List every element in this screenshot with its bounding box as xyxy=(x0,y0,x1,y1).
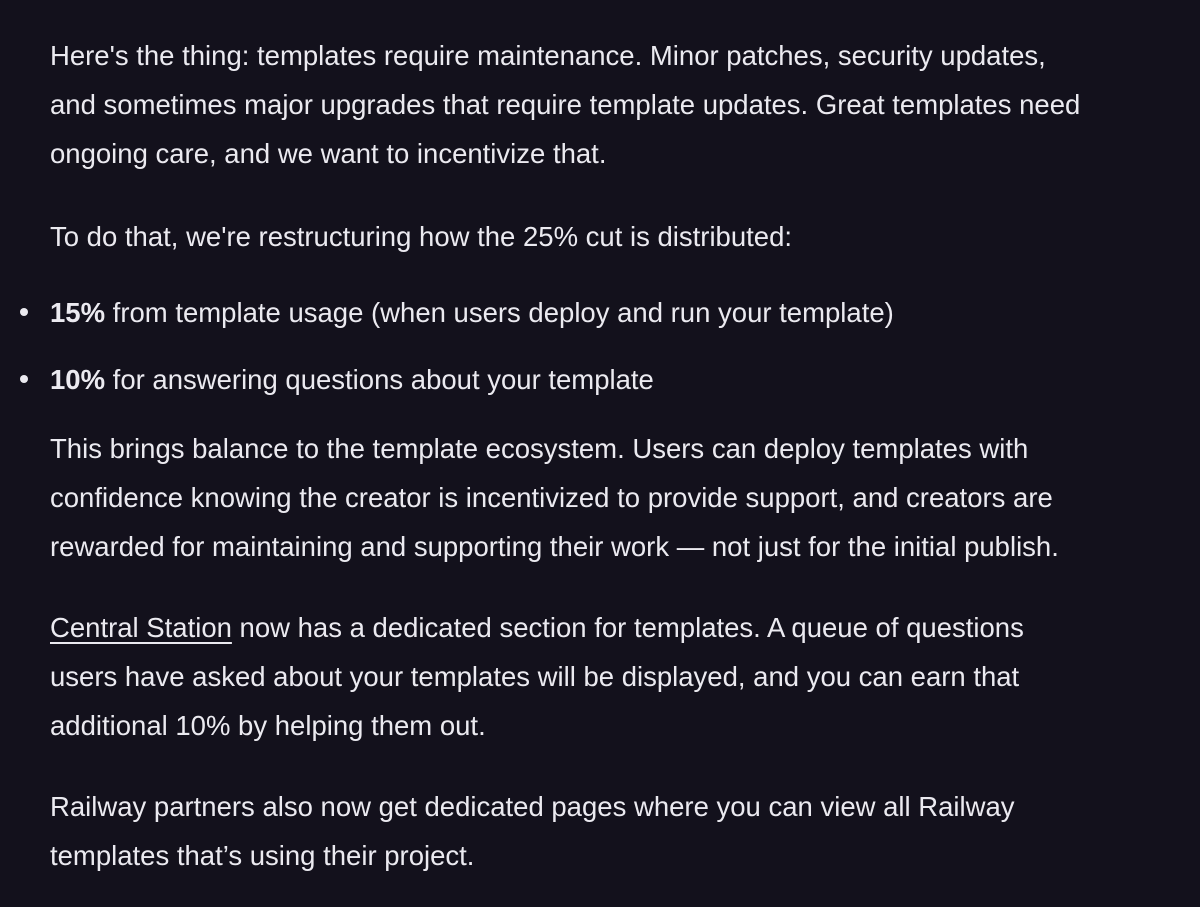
intro-line: and sometimes major upgrades that requir… xyxy=(50,89,1081,120)
central-station-paragraph: Central Station now has a dedicated sect… xyxy=(50,603,1190,750)
balance-line: This brings balance to the template ecos… xyxy=(50,433,1029,464)
bullet-text: for answering questions about your templ… xyxy=(105,364,654,395)
list-item: 15% from template usage (when users depl… xyxy=(20,288,894,337)
balance-line: confidence knowing the creator is incent… xyxy=(50,482,1053,513)
bullet-percent: 10% xyxy=(50,364,106,395)
central-station-line: users have asked about your templates wi… xyxy=(50,661,1020,692)
central-station-line: Central Station now has a dedicated sect… xyxy=(50,603,1190,652)
intro-line: ongoing care, and we want to incentivize… xyxy=(50,138,607,169)
bullet-dot-icon xyxy=(20,307,28,316)
partners-paragraph: Railway partners also now get dedicated … xyxy=(50,782,1190,880)
restructure-paragraph: To do that, we're restructuring how the … xyxy=(50,212,1190,261)
central-station-line: additional 10% by helping them out. xyxy=(50,710,486,741)
bullet-text: from template usage (when users deploy a… xyxy=(105,297,894,328)
central-station-line1-text: now has a dedicated section for template… xyxy=(231,612,1024,643)
intro-paragraph: Here's the thing: templates require main… xyxy=(50,31,1190,178)
bullet-percent: 15% xyxy=(50,297,106,328)
restructure-text: To do that, we're restructuring how the … xyxy=(50,221,793,252)
central-station-link[interactable]: Central Station xyxy=(50,612,232,643)
bullet-dot-icon xyxy=(20,374,28,383)
balance-line: rewarded for maintaining and supporting … xyxy=(50,531,1059,562)
list-item: 10% for answering questions about your t… xyxy=(20,355,654,404)
partners-line: templates that’s using their project. xyxy=(50,840,475,871)
balance-paragraph: This brings balance to the template ecos… xyxy=(50,424,1190,571)
intro-line: Here's the thing: templates require main… xyxy=(50,40,1046,71)
partners-line: Railway partners also now get dedicated … xyxy=(50,791,1015,822)
